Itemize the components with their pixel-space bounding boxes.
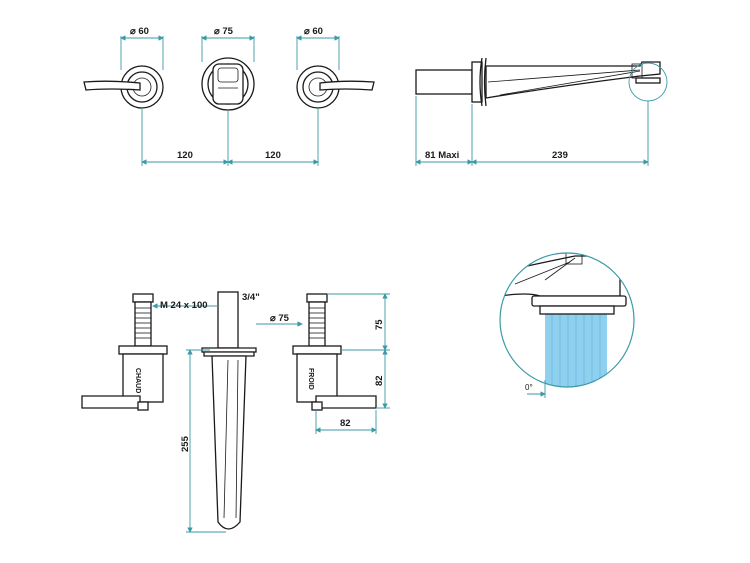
left-handle-front bbox=[83, 65, 164, 109]
dim-handle-width-label: 82 bbox=[340, 418, 351, 429]
dim-spout-wall-label: 81 Maxi bbox=[425, 150, 459, 161]
hot-label: CHAUD bbox=[134, 368, 141, 393]
spout-side-view: 81 Maxi 239 bbox=[415, 57, 668, 166]
dim-dia-left: ⌀ 60 bbox=[120, 26, 164, 70]
dim-spacing: 120 120 bbox=[141, 108, 319, 166]
dim-handle-width: 82 bbox=[315, 410, 377, 434]
cold-label: FROID bbox=[307, 368, 314, 390]
dim-spout-length-label: 239 bbox=[552, 150, 568, 161]
dim-handle-height-label: 82 bbox=[374, 375, 385, 386]
dim-flow-angle-label: 0° bbox=[525, 383, 533, 392]
dim-dia-right-label: ⌀ 60 bbox=[304, 26, 323, 37]
dim-spout: 81 Maxi 239 bbox=[415, 96, 649, 166]
dim-dia-right: ⌀ 60 bbox=[296, 26, 340, 70]
section-view: CHAUD FROID bbox=[81, 291, 390, 533]
spout-section bbox=[201, 291, 257, 530]
dim-flange-label: ⌀ 75 bbox=[270, 313, 290, 324]
front-view: ⌀ 60 ⌀ 75 ⌀ 60 120 120 bbox=[83, 26, 375, 166]
dim-right-heights: 75 82 bbox=[327, 293, 390, 409]
cold-valve: FROID bbox=[292, 293, 377, 411]
dim-spacing-left-label: 120 bbox=[177, 150, 193, 161]
dim-spout-depth: 255 bbox=[180, 349, 226, 533]
dim-valve-height-label: 75 bbox=[374, 319, 385, 330]
dim-dia-center: ⌀ 75 bbox=[201, 26, 255, 62]
dim-dia-left-label: ⌀ 60 bbox=[130, 26, 149, 37]
right-handle-front bbox=[296, 65, 375, 109]
center-body-front bbox=[201, 57, 255, 111]
dim-spout-depth-label: 255 bbox=[180, 435, 191, 452]
dim-thread: M 24 x 100 bbox=[152, 300, 218, 311]
dim-spacing-right-label: 120 bbox=[265, 150, 281, 161]
detail-view: 0° bbox=[499, 252, 635, 398]
hot-valve: CHAUD bbox=[81, 293, 168, 411]
dim-dia-center-label: ⌀ 75 bbox=[214, 26, 234, 37]
dim-flange: ⌀ 75 bbox=[256, 313, 303, 327]
dim-pipe-size-label: 3/4" bbox=[242, 292, 260, 303]
dim-thread-label: M 24 x 100 bbox=[160, 300, 208, 311]
